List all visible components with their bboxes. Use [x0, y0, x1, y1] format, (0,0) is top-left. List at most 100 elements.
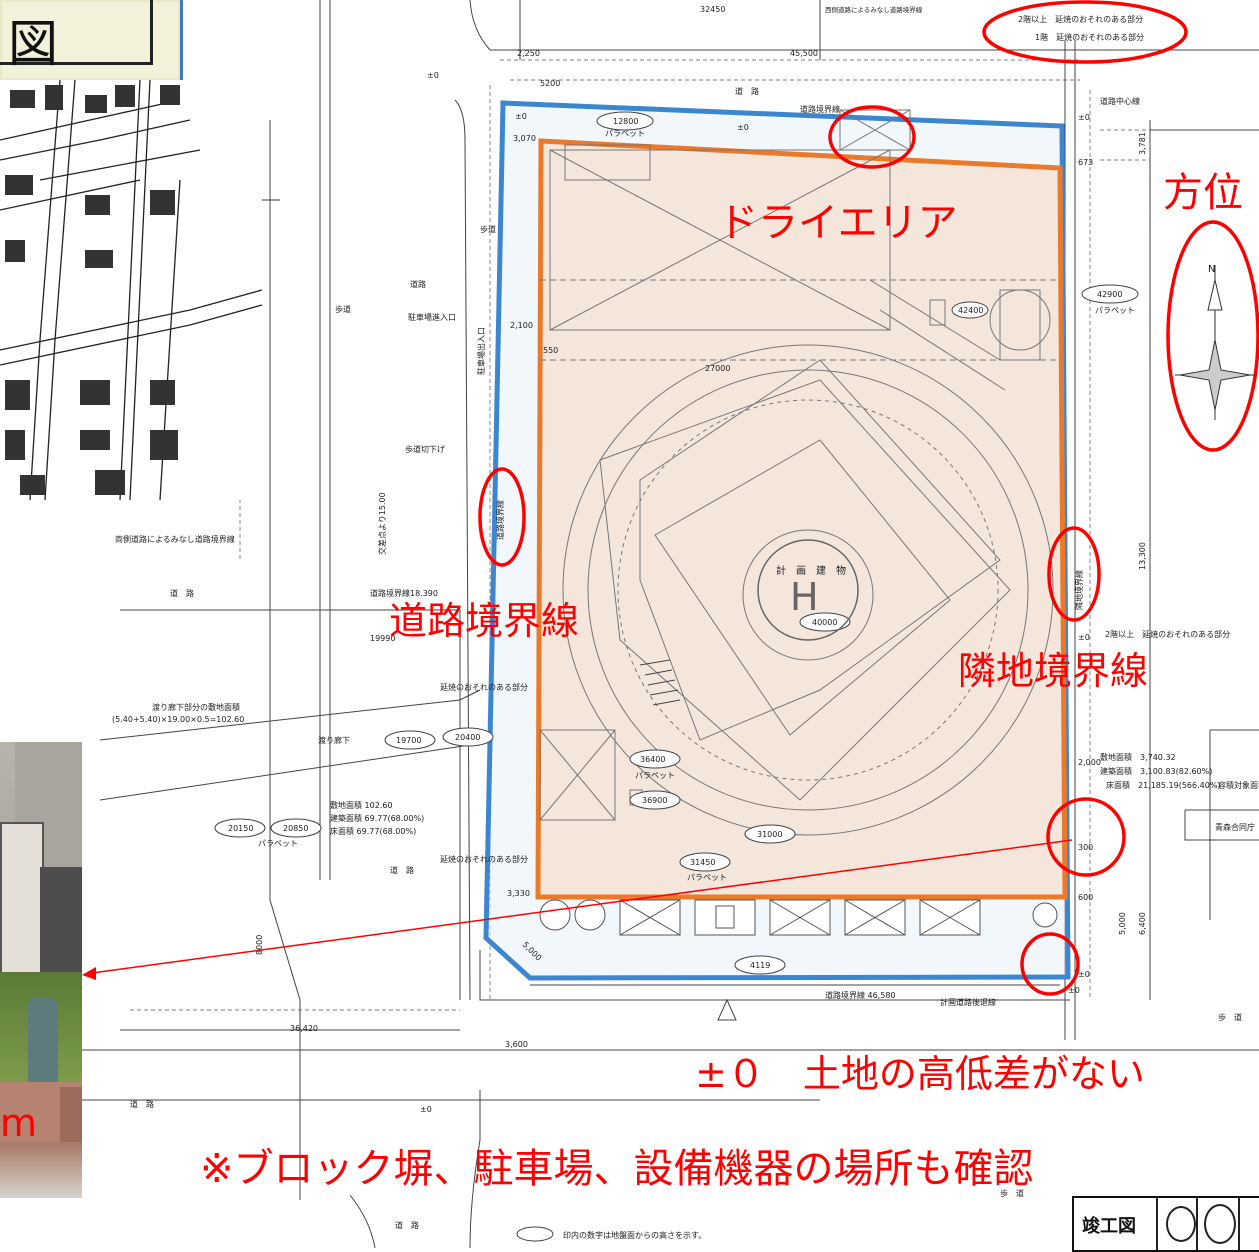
- elevation-note: ±０ 土地の高低差がない: [695, 1052, 1145, 1096]
- label-sidewalk-cut: 歩道切下げ: [405, 444, 445, 454]
- label-road-bottom: 道 路: [395, 1220, 419, 1230]
- label-dim-673: 673: [1078, 158, 1093, 167]
- label-fire-2f-b: 2階以上 延焼のおそれのある部分: [1105, 629, 1230, 639]
- label-parapet-c: パラペット: [635, 771, 675, 780]
- label-intersection: 交差点より15.00: [377, 492, 387, 555]
- dimension-lines: [130, 59, 1150, 1011]
- title-box: 図: [0, 0, 183, 83]
- label-31450: 31450: [690, 858, 715, 867]
- label-fire-partial-b: 延焼のおそれのある部分: [440, 854, 528, 864]
- label-sidewalk-right-b: 歩 道: [1218, 1012, 1242, 1022]
- building-outline-orange: [535, 138, 1068, 900]
- label-20400: 20400: [455, 733, 480, 742]
- label-dim-600: 600: [1078, 893, 1093, 902]
- label-road-center: 道路中心線: [1100, 96, 1140, 106]
- helipad-circle: [757, 539, 859, 641]
- label-dim-5200: 5200: [540, 79, 560, 88]
- seal-icon-1: [1166, 1206, 1196, 1242]
- label-parapet-a: パラペット: [605, 129, 645, 138]
- label-20850: 20850: [283, 824, 308, 833]
- label-4119: 4119: [750, 961, 770, 970]
- label-road-top: 道 路: [735, 86, 759, 96]
- label-bridge: 渡り廊下: [318, 735, 350, 745]
- parapet-ovals: [214, 111, 1139, 1242]
- label-dim-2000: 2,000: [1078, 758, 1101, 767]
- label-top-road-note: 西側道路によるみなし道路境界線: [825, 5, 923, 14]
- label-dim-3070: 3,070: [513, 134, 536, 143]
- label-parapet-b: パラペット: [1095, 306, 1135, 315]
- direction-label: 方位: [1163, 170, 1243, 216]
- label-helipad: H: [790, 575, 819, 619]
- red-arrow: [82, 839, 1073, 980]
- label-sidewalk: 歩道: [335, 304, 351, 314]
- road-lines: [80, 0, 1259, 1248]
- label-road-boundary-small: 道路境界線: [800, 104, 840, 114]
- label-27000: 27000: [705, 364, 730, 373]
- label-fire-2f: 2階以上 延焼のおそれのある部分: [1018, 14, 1143, 24]
- label-neighbor-boundary-small: 隣地境界線: [1074, 570, 1084, 610]
- road-boundary-label: 道路境界線: [389, 599, 580, 643]
- label-parking-entrance: 駐車場進入口: [408, 312, 456, 322]
- label-fire-1f: 1階 延焼のおそれのある部分: [1035, 32, 1144, 42]
- label-pm0-f: ±0: [1078, 970, 1090, 979]
- label-19700: 19700: [396, 736, 421, 745]
- building-interior: [539, 109, 1060, 836]
- title-inner-frame: 図: [0, 0, 153, 73]
- label-parapet-42900: 42900: [1097, 290, 1122, 299]
- north-arrow-right: [1175, 265, 1255, 420]
- label-top-dim: 32450: [700, 5, 725, 14]
- label-dim-300: 300: [1078, 843, 1093, 852]
- label-parapet-d: パラペット: [687, 873, 727, 882]
- label-dim-550: 550: [543, 346, 558, 355]
- label-bridge-formula: (5.40+5.40)×19.00×0.5=102.60: [112, 715, 244, 724]
- photo-fragment-text: m: [0, 1101, 38, 1145]
- completion-stamp: 竣工図: [1072, 1196, 1259, 1252]
- label-dim-19990: 19990: [370, 634, 395, 643]
- label-pm0-g: ±0: [1068, 986, 1080, 995]
- label-dim-46580: 道路境界線 46,580: [825, 990, 896, 1000]
- label-31000: 31000: [757, 830, 782, 839]
- label-dim-8000: 8000: [255, 935, 264, 955]
- label-parking-exit: 駐車場出入口: [476, 327, 486, 375]
- label-dim-6400: 6,400: [1138, 912, 1147, 935]
- label-road-a: 道路: [410, 279, 426, 289]
- label-pm0-a: ±0: [427, 71, 439, 80]
- location-map-drawing: [0, 80, 262, 500]
- equipment-row: [539, 899, 1058, 936]
- entrance-triangle: [717, 998, 737, 1021]
- label-road-c: 道 路: [390, 865, 414, 875]
- label-both-road-boundary: 両側道路によるみなし道路境界線: [115, 534, 235, 544]
- label-pm0-h: ±0: [420, 1105, 432, 1114]
- stamp-divider: [1156, 1198, 1158, 1250]
- label-parapet-12800: 12800: [613, 117, 638, 126]
- label-fire-partial-a: 延焼のおそれのある部分: [440, 682, 528, 692]
- label-pm0-b: ±0: [737, 123, 749, 132]
- label-road-boundary-vertical: 道路境界線: [495, 500, 505, 540]
- label-aomori-office: 青森合同庁: [1215, 822, 1255, 832]
- label-40000: 40000: [812, 618, 837, 627]
- label-site-area-small: 敷地面積 102.60: [330, 800, 393, 810]
- label-dim-2100: 2,100: [510, 321, 533, 330]
- dry-area-label: ドライエリア: [718, 200, 958, 246]
- stamp-divider-2: [1196, 1198, 1198, 1250]
- label-planned-building: 計 画 建 物: [776, 564, 846, 577]
- location-map-inset: [0, 80, 262, 500]
- label-pm0-d: ±0: [1078, 113, 1090, 122]
- label-parapet-e: パラペット: [258, 839, 298, 848]
- label-plan-road-back: 計画道路後退線: [940, 997, 996, 1007]
- label-road-b: 道 路: [170, 588, 194, 598]
- stair: [639, 659, 681, 706]
- label-36400: 36400: [640, 755, 665, 764]
- label-north: N: [1208, 264, 1215, 275]
- label-20150: 20150: [228, 824, 253, 833]
- confirm-note: ※ブロック塀、駐車場、設備機器の場所も確認: [200, 1146, 1034, 1192]
- label-road-d: 道 路: [130, 1099, 154, 1109]
- label-floor-area-small: 床面積 69.77(68.00%): [330, 826, 416, 836]
- neighbor-boundary-label: 隣地境界線: [958, 649, 1149, 693]
- label-dim-3781: 3,781: [1138, 132, 1147, 155]
- label-legend-note: 印内の数字は地盤面からの高さを示す。: [563, 1230, 706, 1240]
- label-dim-5000b: 5,000: [1118, 912, 1127, 935]
- label-dim-2250: 2,250: [517, 49, 540, 58]
- label-pm0-e: ±0: [1078, 633, 1090, 642]
